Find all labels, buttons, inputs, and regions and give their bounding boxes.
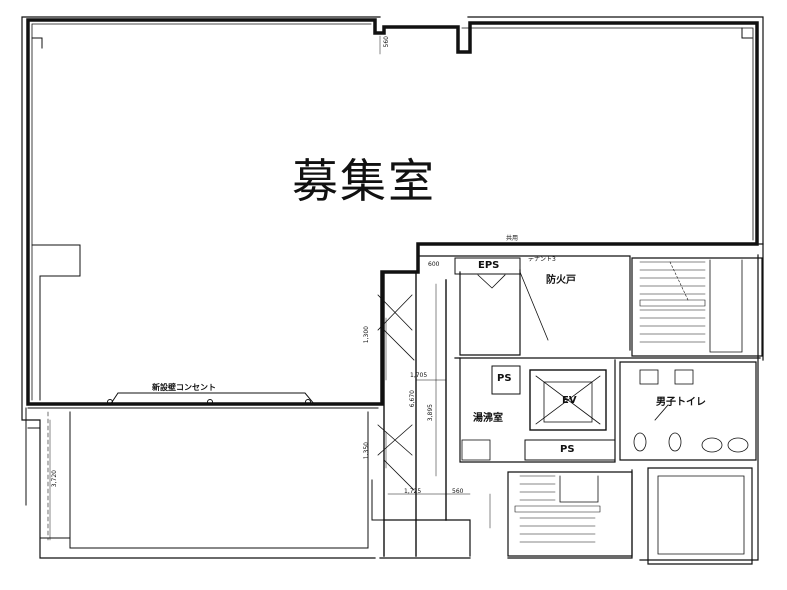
note-outlet: 新設壁コンセント [152, 383, 216, 392]
core-block [417, 243, 764, 359]
toilet-room [619, 361, 757, 461]
dim-6670: 6,670 [409, 390, 416, 408]
building-outline [21, 16, 764, 561]
corridor-wall [383, 271, 447, 557]
dim-600: 600 [428, 261, 440, 268]
room-label-toilet: 男子トイレ [656, 397, 706, 408]
outlet-bar [109, 392, 316, 406]
eps-box [454, 257, 521, 275]
main-room-inner [31, 23, 754, 401]
room-label-ev: EV [562, 395, 577, 406]
room-label-fire-door: 防火戸 [546, 275, 576, 286]
lower-right-shaft [647, 467, 753, 565]
dim-3895: 3,895 [427, 404, 434, 422]
lower-room [27, 407, 379, 549]
stair-upper [631, 257, 763, 357]
dim-3720: 3,720 [51, 470, 58, 488]
room-label-ps-bottom: PS [560, 444, 575, 455]
ev-shaft [529, 369, 607, 431]
dim-1300: 1,300 [363, 326, 370, 344]
room-label-main: 募集室 [292, 154, 436, 208]
note-shared: 共用 [506, 235, 519, 242]
dim-560-bottom: 560 [452, 488, 464, 495]
main-room-wall [26, 18, 759, 406]
dim-1725: 1,725 [404, 488, 422, 495]
room-label-kitchen: 湯沸室 [473, 413, 503, 424]
dim-1705: 1,705 [410, 372, 428, 379]
room-label-ps-left: PS [497, 373, 512, 384]
room-label-eps: EPS [478, 260, 500, 271]
dim-560-top: 560 [383, 36, 390, 48]
fire-door [519, 271, 549, 341]
note-tenant: テナント3 [528, 256, 556, 263]
dim-1350: 1,350 [363, 442, 370, 460]
stair-lower [507, 471, 633, 557]
